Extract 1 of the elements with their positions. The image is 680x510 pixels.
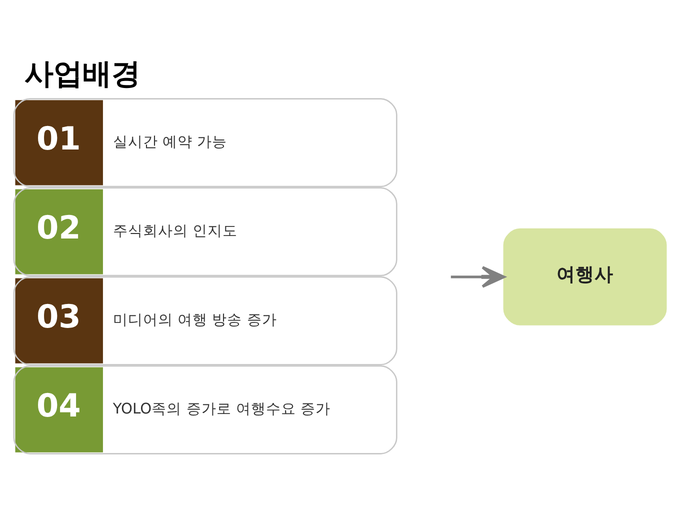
diagram-title: 사업배경: [24, 56, 141, 91]
